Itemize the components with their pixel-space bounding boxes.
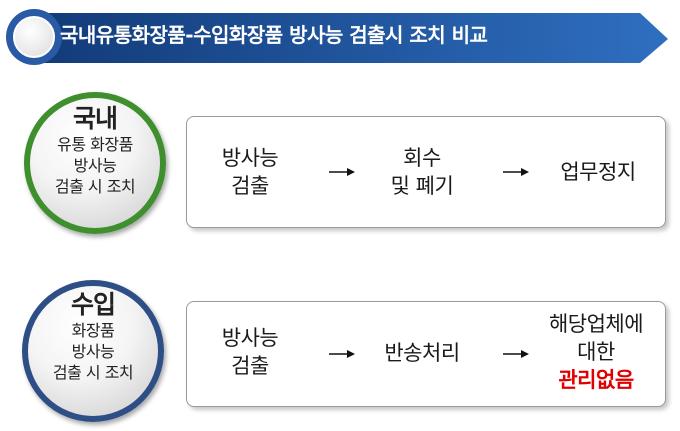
- import-circle-line2: 방사능: [71, 342, 115, 361]
- import-flow-box: 방사능 검출 반송처리 해당업체에 대한 관리없음: [186, 301, 666, 407]
- import-step-no-management-line2: 대한: [577, 340, 615, 364]
- import-circle-head: 수입: [70, 290, 116, 319]
- domestic-circle-head: 국내: [72, 104, 118, 133]
- import-step-detect-line1: 방사능: [221, 326, 279, 350]
- right-arrow-icon: [503, 168, 529, 176]
- domestic-circle: 국내 유통 화장품 방사능 검출 시 조치: [24, 92, 166, 234]
- domestic-step-recall: 회수 및 폐기: [372, 144, 472, 200]
- import-circle: 수입 화장품 방사능 검출 시 조치: [22, 280, 164, 422]
- import-step-detect-line2: 검출: [231, 354, 269, 378]
- domestic-circle-line3: 검출 시 조치: [54, 177, 136, 196]
- import-step-return-line1: 반송처리: [384, 341, 460, 365]
- import-step-no-management: 해당업체에 대한 관리없음: [533, 310, 659, 394]
- import-step-return: 반송처리: [372, 339, 472, 367]
- import-step-no-management-line1: 해당업체에: [548, 312, 644, 336]
- title-banner: 국내유통화장품-수입화장품 방사능 검출시 조치 비교: [0, 3, 670, 67]
- import-step-detect: 방사능 검출: [205, 324, 295, 380]
- right-arrow-icon: [329, 350, 355, 358]
- import-step-no-management-line3: 관리없음: [558, 368, 634, 392]
- right-arrow-icon: [503, 350, 529, 358]
- import-circle-line3: 검출 시 조치: [52, 363, 134, 382]
- domestic-flow-box: 방사능 검출 회수 및 폐기 업무정지: [186, 116, 666, 228]
- domestic-step-recall-line2: 및 폐기: [390, 174, 454, 198]
- banner-title: 국내유통화장품-수입화장품 방사능 검출시 조치 비교: [60, 23, 488, 47]
- banner-arrow-shape: [6, 9, 668, 65]
- domestic-step-suspension-line1: 업무정지: [560, 160, 636, 184]
- domestic-step-detect-line2: 검출: [231, 174, 269, 198]
- import-circle-line1: 화장품: [71, 321, 115, 340]
- domestic-step-detect: 방사능 검출: [205, 144, 295, 200]
- domestic-circle-line1: 유통 화장품: [57, 135, 133, 154]
- domestic-step-recall-line1: 회수: [403, 146, 441, 170]
- right-arrow-icon: [329, 168, 355, 176]
- domestic-step-suspension: 업무정지: [543, 158, 653, 186]
- domestic-circle-line2: 방사능: [73, 156, 117, 175]
- domestic-step-detect-line1: 방사능: [221, 146, 279, 170]
